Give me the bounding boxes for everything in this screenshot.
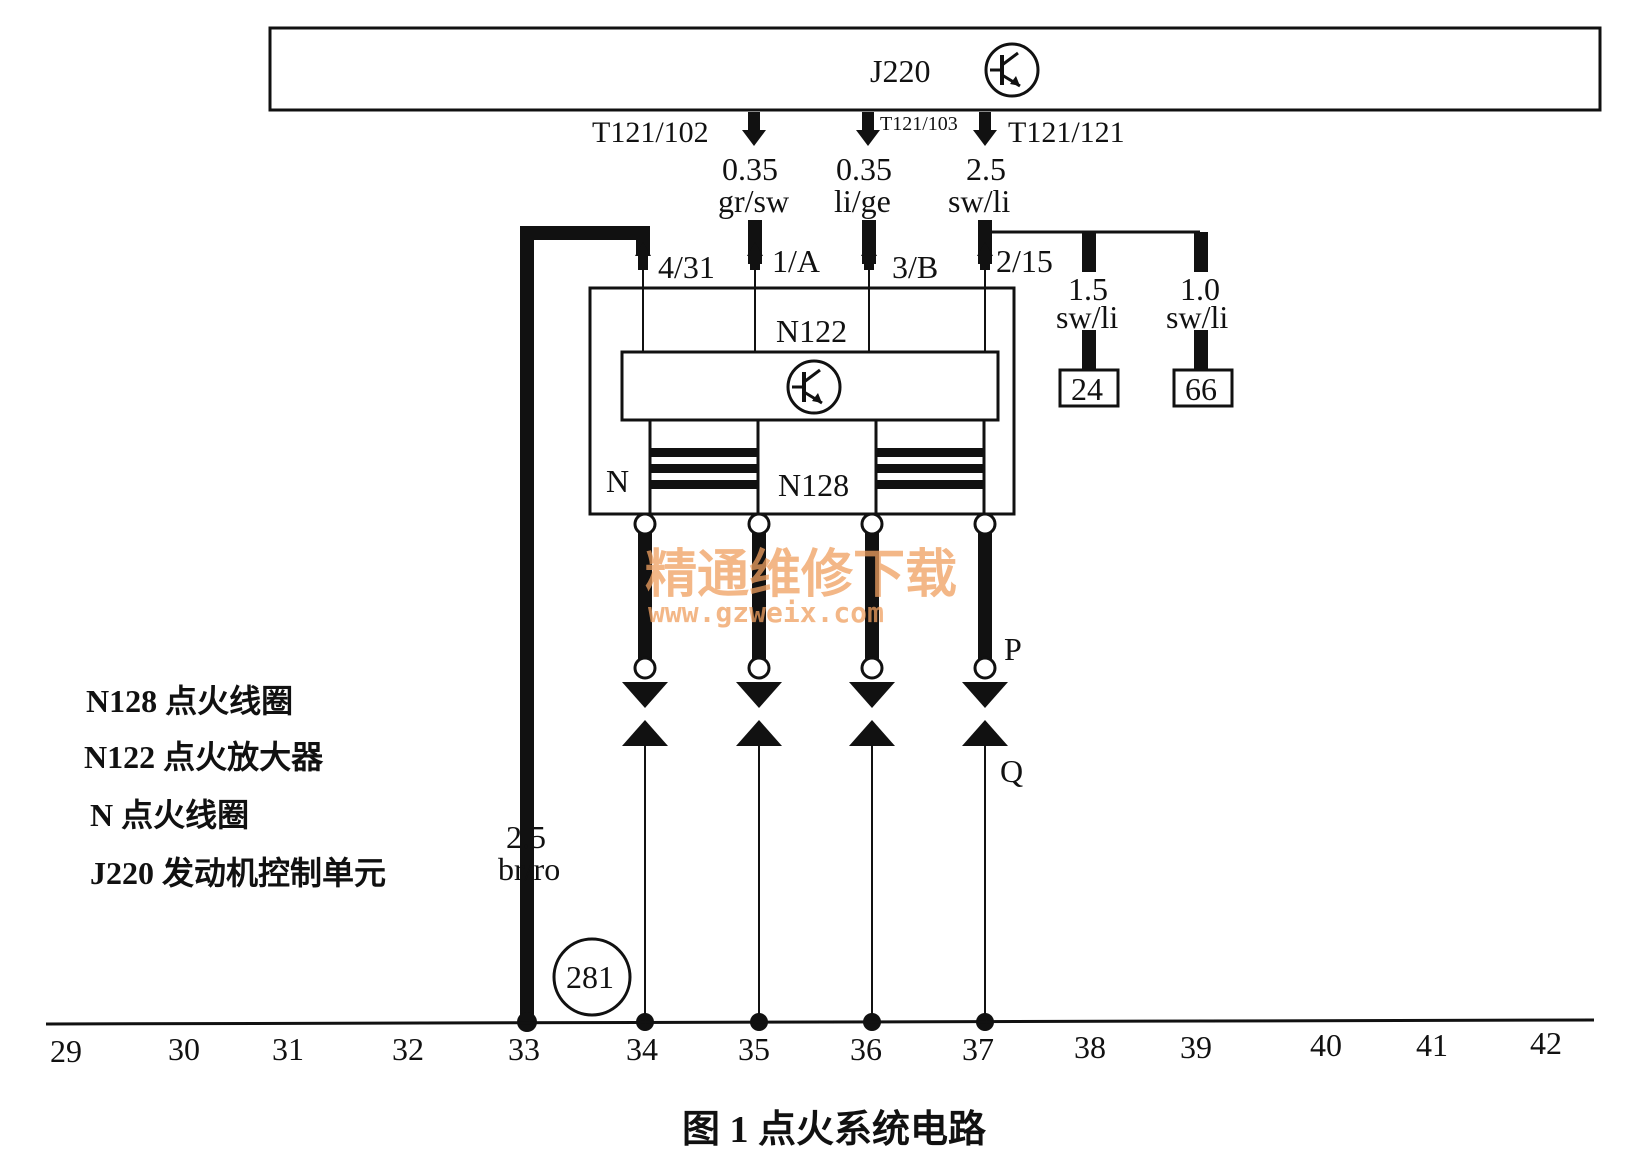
watermark-cn: 精通维修下载 (645, 545, 957, 605)
bus-number-42: 42 (1530, 1025, 1562, 1061)
watermark-url: www.gzweix.com (648, 596, 884, 629)
figure-caption: 图 1 点火系统电路 (682, 1109, 987, 1151)
bus-number-32: 32 (392, 1031, 424, 1067)
ground-wire-size: 2.5 (506, 819, 546, 855)
spark-plug-4 (962, 682, 1008, 746)
ecu-connector-1 (742, 112, 766, 146)
bus-number-30: 30 (168, 1031, 200, 1067)
ecu-connector-2 (856, 112, 880, 146)
ecu-j220: J220 (268, 26, 1602, 112)
ecu-pin-left: T121/102 (592, 116, 709, 149)
module-connector-4-31 (635, 242, 651, 270)
bus-number-40: 40 (1310, 1027, 1342, 1063)
bus-number-36: 36 (850, 1031, 882, 1067)
ref-66-label: 66 (1185, 371, 1217, 407)
branch-1-size: 1.5 (1068, 271, 1108, 307)
bus-numbers: 29 30 31 32 33 34 35 36 37 38 39 40 41 4… (50, 1025, 1562, 1069)
legend-item-n: N 点火线圈 (90, 797, 249, 833)
ground-wire (520, 226, 650, 1024)
wire-2-size: 0.35 (836, 151, 892, 187)
branch-2-size: 1.0 (1180, 271, 1220, 307)
legend-item-n122: N122 点火放大器 (84, 739, 324, 775)
connector-p-label: P (1004, 631, 1022, 667)
wire-1-color: gr/sw (718, 183, 789, 219)
ecu-label: J220 (870, 53, 930, 89)
legend-item-j220: J220 发动机控制单元 (90, 855, 386, 891)
ecu-connector-3 (973, 112, 997, 146)
module-connector-3-b (861, 242, 877, 270)
ecu-connectors (742, 112, 997, 146)
ref-box-66: 66 (1172, 368, 1234, 408)
spark-plug-3 (849, 682, 895, 746)
bus-number-29: 29 (50, 1033, 82, 1069)
ref-24-label: 24 (1071, 371, 1103, 407)
legend-item-n128: N128 点火线圈 (86, 683, 293, 719)
ground-ref-281: 281 (552, 937, 632, 1017)
module-pin-3-b: 3/B (892, 249, 938, 285)
module-pin-4-31: 4/31 (658, 249, 715, 285)
connector-q-label: Q (1000, 753, 1023, 789)
watermark: 精通维修下载 www.gzweix.com (645, 545, 957, 629)
wire-1-size: 0.35 (722, 151, 778, 187)
module-pin-1-a: 1/A (772, 243, 820, 279)
bus-number-39: 39 (1180, 1029, 1212, 1065)
module-connectors (635, 242, 993, 270)
ecu-pin-mid: T121/103 (880, 113, 958, 135)
ignition-module (588, 270, 1016, 516)
spark-plug-2 (736, 682, 782, 746)
bus-number-31: 31 (272, 1031, 304, 1067)
wire-3-size: 2.5 (966, 151, 1006, 187)
ground-bus (45, 1018, 1595, 1026)
amplifier-label: N122 (776, 313, 847, 349)
legend: N128 点火线圈 N122 点火放大器 N 点火线圈 J220 发动机控制单元 (84, 683, 386, 891)
ref-box-24: 24 (1058, 368, 1120, 408)
wire-3-color: sw/li (948, 183, 1010, 219)
branch-1-color: sw/li (1056, 299, 1118, 335)
branch-2-color: sw/li (1166, 299, 1228, 335)
ecu-transistor-icon (984, 42, 1040, 98)
bus-number-37: 37 (962, 1031, 994, 1067)
module-connector-2-15 (977, 242, 993, 270)
spark-plugs (622, 682, 1008, 746)
coil-n-label: N (606, 463, 629, 499)
spark-plug-1 (622, 682, 668, 746)
coil-label: N128 (778, 467, 849, 503)
module-connector-1-a (747, 242, 763, 270)
bus-number-38: 38 (1074, 1029, 1106, 1065)
supply-branches (985, 230, 1208, 370)
ht-leads (633, 512, 997, 680)
ground-wire-color: br/ro (498, 851, 560, 887)
amplifier-transistor-icon (786, 359, 842, 415)
ground-ref-label: 281 (566, 959, 614, 995)
ignition-coil-windings (648, 420, 986, 514)
module-pin-2-15: 2/15 (996, 243, 1053, 279)
wire-2-color: li/ge (834, 183, 891, 219)
ecu-pin-right: T121/121 (1008, 116, 1125, 149)
bus-number-41: 41 (1416, 1027, 1448, 1063)
bus-number-35: 35 (738, 1031, 770, 1067)
bus-number-33: 33 (508, 1031, 540, 1067)
bus-number-34: 34 (626, 1031, 658, 1067)
